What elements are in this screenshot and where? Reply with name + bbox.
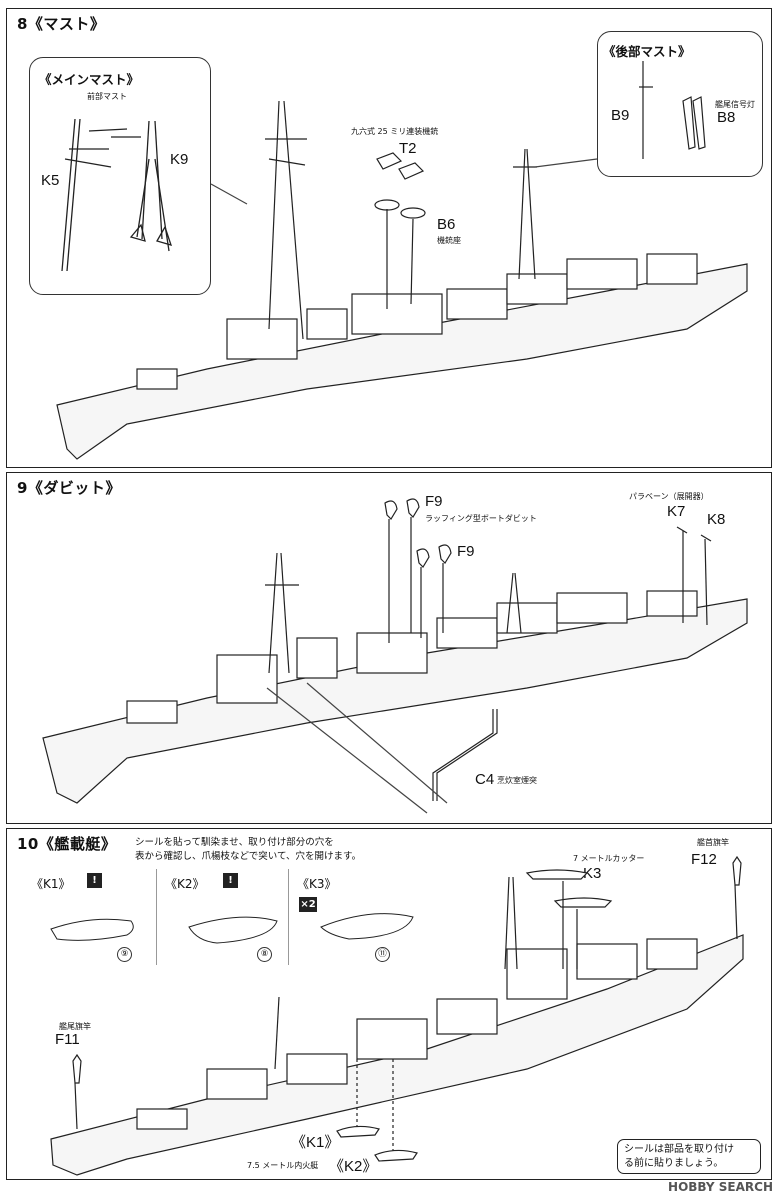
step-9-title: 9《ダビット》 (17, 479, 121, 497)
boat-k3-drawing (320, 913, 414, 940)
step-10-title: 10《艦載艇》 (17, 835, 117, 853)
part-b6: B6 (437, 216, 456, 233)
davit-label: ラッフィング型ボートダビット (425, 514, 537, 523)
part-k5: K5 (41, 172, 60, 189)
quantity-icon-k3: ×2 (299, 897, 317, 912)
main-mast-parts-drawing (61, 118, 173, 272)
boat-card-k2: 《K2》 ! ⑧ (161, 869, 289, 965)
paravane-label: パラベーン（展開器） (629, 492, 709, 501)
boat-k2-drawing (188, 916, 278, 944)
part-f11: F11 (55, 1031, 80, 1048)
fore-mast-label: 前部マスト (87, 92, 127, 101)
part-k1-ship: 《K1》 (291, 1134, 340, 1151)
part-f9-a: F9 (425, 493, 443, 510)
watermark: HOBBY SEARCH (668, 1180, 773, 1194)
part-f9-b: F9 (457, 543, 475, 560)
sticker-note: シールは部品を取り付け る前に貼りましょう。 (617, 1139, 761, 1174)
sticker-number-k3: ⑪ (375, 947, 390, 962)
bow-flag-label: 艦首旗竿 (697, 838, 729, 847)
part-b8: B8 (717, 109, 736, 126)
part-k9: K9 (170, 151, 189, 168)
part-k2-ship: 《K2》 (329, 1158, 378, 1175)
cutter-label: 7 メートルカッター (573, 854, 645, 863)
boat-label: 7.5 メートル内火艇 (247, 1161, 319, 1170)
sticker-number-k1: ⑨ (117, 947, 132, 962)
galley-label: 烹炊室煙突 (497, 776, 537, 785)
destroyer-hull-step8 (56, 61, 748, 460)
step-10-intro-line-2: 表から確認し、爪楊枝などで突いて、穴を開けます。 (135, 851, 362, 862)
boat-k1-drawing (50, 918, 134, 941)
part-k7: K7 (667, 503, 686, 520)
step-8-title: 8《マスト》 (17, 15, 106, 33)
sticker-icon-k2: ! (223, 873, 238, 888)
step-10-intro-line-1: シールを貼って馴染ませ、取り付け部分の穴を (135, 837, 334, 848)
destroyer-hull-step9 (42, 498, 748, 814)
part-b9: B9 (611, 107, 630, 124)
destroyer-hull-step10 (50, 855, 744, 1176)
gun-label: 九六式 25 ミリ連装機銃 (351, 127, 439, 136)
stern-flag-label: 艦尾旗竿 (59, 1022, 91, 1031)
rear-mast-title: 《後部マスト》 (603, 44, 691, 59)
part-t2: T2 (399, 140, 417, 157)
step-9-panel: 9《ダビット》 F9 ラッフィング型ボートダビット F9 パラベーン（展開器） … (6, 472, 772, 824)
part-c4: C4 (475, 771, 495, 788)
step-10-panel: 10《艦載艇》 シールを貼って馴染ませ、取り付け部分の穴を 表から確認し、爪楊枝… (6, 828, 772, 1180)
part-k3: K3 (583, 865, 602, 882)
part-k8: K8 (707, 511, 726, 528)
gun-mount-label: 機銃座 (437, 236, 461, 245)
sticker-note-line-2: る前に貼りましょう。 (624, 1157, 724, 1169)
boat-card-k3: 《K3》 ×2 ⑪ (293, 869, 423, 965)
card-label-k1: 《K1》 (31, 877, 71, 891)
part-f12: F12 (691, 851, 717, 868)
boat-card-k1: 《K1》 ! ⑨ (27, 869, 157, 965)
card-label-k3: 《K3》 (297, 877, 337, 891)
rear-mast-callout (597, 31, 763, 177)
sticker-number-k2: ⑧ (257, 947, 272, 962)
stern-light-label: 艦尾信号灯 (715, 100, 755, 109)
step-8-panel: 8《マスト》 《メインマスト》 前部マスト K5 K9 《後部マスト》 艦尾信号… (6, 8, 772, 468)
card-label-k2: 《K2》 (165, 877, 205, 891)
main-mast-title: 《メインマスト》 (39, 72, 140, 87)
sticker-note-line-1: シールは部品を取り付け (624, 1144, 734, 1155)
sticker-icon-k1: ! (87, 873, 102, 888)
main-mast-callout (29, 57, 211, 295)
